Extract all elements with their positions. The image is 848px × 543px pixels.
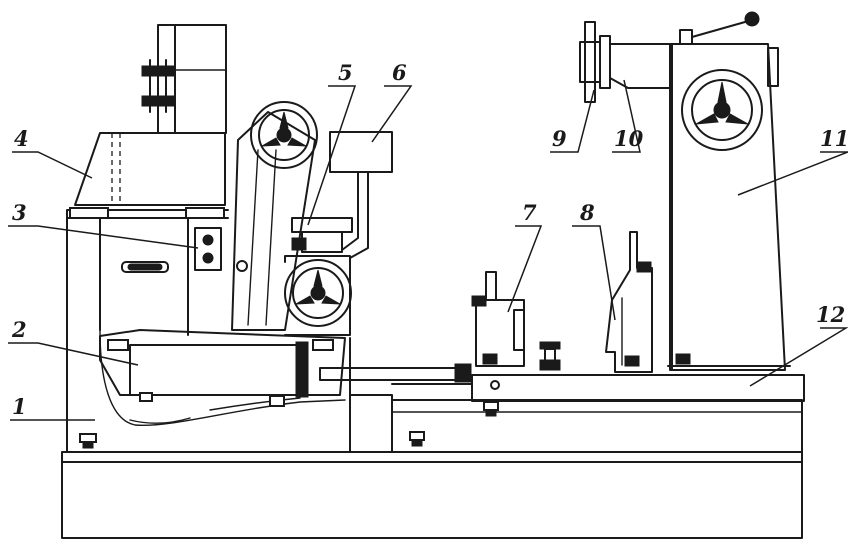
callout-11: 11 [820, 126, 848, 151]
carriage [99, 329, 346, 407]
spindle [579, 21, 671, 103]
callout-3: 3 [12, 200, 27, 225]
right-slide [391, 374, 805, 453]
callout-12: 12 [816, 302, 845, 327]
callout-1: 1 [12, 394, 27, 419]
callout-6: 6 [392, 60, 407, 85]
callout-9: 9 [552, 126, 567, 151]
headstock [667, 11, 791, 371]
left-housing [66, 209, 351, 453]
control-box [194, 227, 222, 271]
bracket-and-cabinet [291, 131, 393, 259]
callouts: 1 2 3 4 5 6 7 8 9 10 11 12 [11, 60, 848, 419]
callout-8: 8 [579, 200, 595, 225]
clamp-7 [471, 271, 525, 367]
connecting-rod [319, 363, 472, 453]
callout-7: 7 [522, 200, 537, 225]
callout-4: 4 [14, 126, 29, 151]
callout-10: 10 [614, 126, 644, 151]
leader-lines [8, 79, 848, 421]
upper-housing [69, 24, 227, 219]
callout-2: 2 [11, 317, 27, 342]
belt-drive [231, 101, 352, 336]
callout-5: 5 [338, 60, 353, 85]
screw-stud [539, 341, 561, 371]
support-8 [605, 231, 653, 373]
base-bed [61, 451, 803, 539]
